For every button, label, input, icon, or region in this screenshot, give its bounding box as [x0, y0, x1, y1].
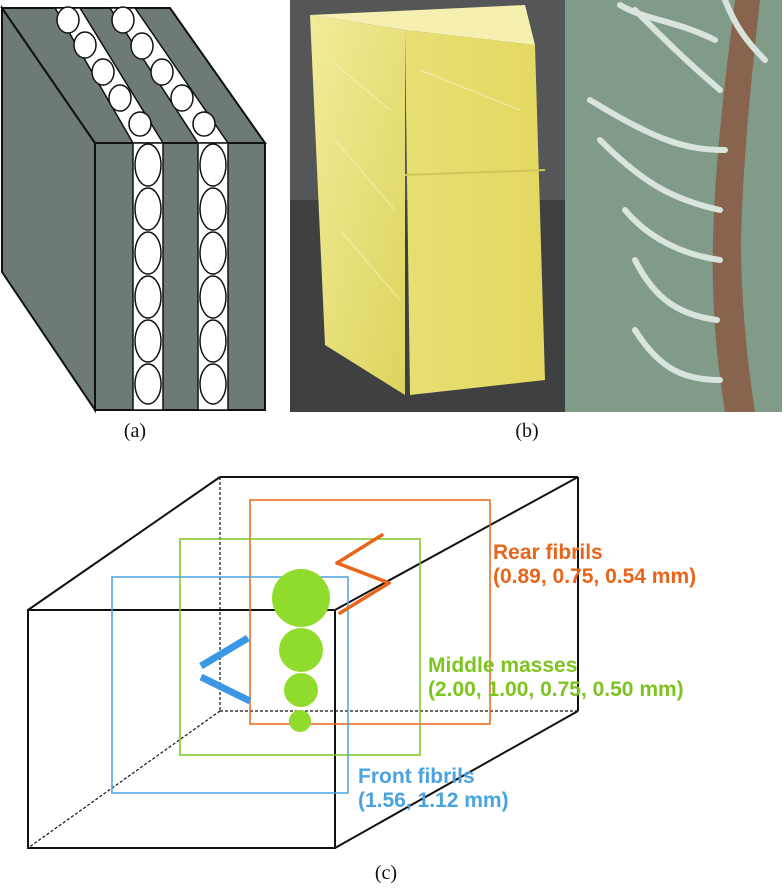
front-stripe-ellipses — [134, 143, 227, 405]
rear-fibrils-name: Rear fibrils — [493, 541, 603, 564]
front-fibrils-dims: (1.56, 1.12 mm) — [358, 789, 509, 813]
caption-a: (a) — [123, 420, 147, 442]
slab-front-face — [94, 142, 266, 411]
front-fibrils-shape — [199, 634, 252, 705]
fibrils-illustration — [565, 0, 782, 412]
middle-masses-name: Middle masses — [428, 654, 578, 677]
caption-c: (c) — [374, 862, 398, 884]
middle-masses-label: Middle masses (2.00, 1.00, 0.75, 0.50 mm… — [428, 654, 684, 702]
rear-fibrils-shape — [335, 533, 391, 615]
tissue-block-illustration — [290, 0, 565, 412]
middle-masses-shape — [272, 569, 330, 732]
box-hidden-edges — [27, 477, 578, 849]
photo-fibrils-closeup — [565, 0, 782, 412]
rear-fibrils-label: Rear fibrils (0.89, 0.75, 0.54 mm) — [493, 541, 696, 589]
caption-b: (b) — [515, 420, 539, 442]
front-fibrils-name: Front fibrils — [358, 765, 475, 788]
panel-a-schematic — [0, 4, 267, 414]
front-fibrils-label: Front fibrils (1.56, 1.12 mm) — [358, 765, 509, 813]
front-plane — [111, 576, 349, 794]
middle-plane — [179, 538, 421, 756]
top-stripe-ellipses — [56, 6, 216, 137]
panel-c-diagram — [27, 476, 579, 849]
rear-fibrils-dims: (0.89, 0.75, 0.54 mm) — [493, 565, 697, 589]
photo-tissue-block — [290, 0, 565, 412]
middle-masses-dims: (2.00, 1.00, 0.75, 0.50 mm) — [428, 678, 684, 702]
rear-plane — [249, 499, 491, 725]
